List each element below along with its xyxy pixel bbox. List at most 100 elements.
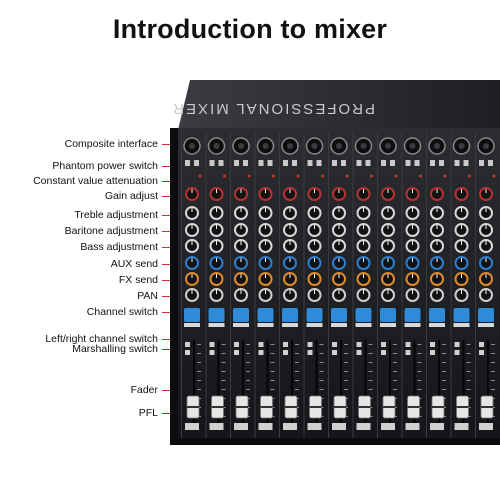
channel-knob (258, 256, 273, 270)
pad-switch (390, 160, 395, 166)
fader-slot (217, 340, 220, 428)
channel-knob (454, 272, 469, 286)
channel-knob (258, 272, 273, 286)
fader-slot (242, 340, 244, 428)
group-switch (405, 350, 411, 355)
channel-switch-label (453, 323, 470, 327)
channel-knob (479, 272, 493, 286)
pad-switch (292, 160, 297, 166)
fader-tick (295, 371, 299, 372)
combo-jack-center (238, 143, 244, 149)
channel-knob (185, 206, 199, 220)
phantom-switch (381, 160, 386, 166)
fader-tick (393, 362, 397, 363)
fader-cap-line (407, 406, 420, 408)
channel-knob (332, 187, 346, 201)
lr-switch (356, 342, 362, 347)
channel-knob (381, 288, 395, 302)
callout-label-6: Baritone adjustment (64, 225, 158, 237)
pfl-button (356, 423, 371, 430)
channel-knob (307, 206, 322, 220)
channel-switch-label (478, 323, 494, 327)
channel-switch (282, 308, 298, 322)
channel-switch-label (233, 323, 249, 327)
channel-knob (479, 239, 493, 253)
lr-switch (381, 342, 386, 347)
channel-knob (209, 206, 224, 220)
pfl-button (479, 423, 493, 430)
fader-cap-line (358, 406, 371, 408)
channel-knob (356, 223, 371, 237)
channel-knob (209, 272, 224, 286)
fader-tick (466, 344, 471, 345)
strip-divider (475, 132, 476, 442)
channel-knob (356, 256, 371, 270)
channel-knob (258, 223, 273, 237)
channel-knob (479, 256, 493, 270)
channel-knob (234, 288, 248, 302)
channel-switch-label (429, 323, 445, 327)
fader-slot (291, 340, 293, 428)
group-switch (332, 350, 337, 355)
combo-jack-center (311, 143, 318, 149)
fader-tick (221, 371, 226, 372)
channel-knob (356, 239, 371, 253)
callout-label-1: Composite interface (64, 138, 158, 150)
channel-knob (185, 239, 199, 253)
phantom-switch (405, 160, 411, 166)
fader-tick (221, 353, 226, 354)
fader-tick (466, 380, 471, 381)
channel-knob (283, 187, 297, 201)
pfl-button (283, 423, 297, 430)
fader-tick (221, 380, 226, 381)
group-switch (185, 350, 190, 355)
fader-tick (246, 362, 250, 363)
fader-slot (266, 340, 269, 428)
channel-knob (430, 223, 444, 237)
phantom-switch (258, 160, 264, 166)
pfl-button (430, 423, 444, 430)
group-switch (430, 350, 435, 355)
channel-knob (234, 206, 248, 220)
channel-knob (430, 272, 444, 286)
fader-tick (246, 389, 250, 390)
lr-switch (405, 342, 411, 347)
callout-label-9: FX send (118, 274, 158, 286)
channel-knob (405, 223, 420, 237)
channel-knob (283, 206, 297, 220)
fader-tick (491, 389, 495, 390)
fader-tick (319, 380, 324, 381)
strip-divider (401, 132, 403, 442)
channel-knob (307, 239, 322, 253)
fader-tick (197, 389, 201, 390)
channel-knob (430, 239, 444, 253)
fader-tick (368, 371, 373, 372)
pfl-button (209, 423, 224, 430)
pad-switch (365, 160, 371, 166)
status-led (394, 174, 398, 178)
channel-knob (430, 206, 444, 220)
fader-cap-line (383, 406, 395, 408)
fader-slot (487, 340, 489, 428)
fader-tick (197, 380, 201, 381)
channel-knob (381, 206, 395, 220)
channel-knob (307, 223, 322, 237)
channel-switch (478, 308, 494, 322)
channel-knob (454, 223, 469, 237)
lr-switch (430, 342, 435, 347)
phantom-switch (185, 160, 190, 166)
pad-switch (243, 160, 248, 166)
status-led (345, 174, 349, 178)
fader-tick (344, 344, 348, 345)
fader-tick (368, 389, 373, 390)
channel-switch (233, 308, 249, 322)
channel-knob (479, 187, 493, 201)
fader-tick (393, 389, 397, 390)
channel-knob (307, 288, 322, 302)
pad-switch (488, 160, 493, 166)
channel-knob (430, 187, 444, 201)
status-led (443, 174, 447, 178)
status-led (321, 174, 324, 178)
fader-cap-line (432, 406, 444, 408)
channel-knob (356, 187, 371, 201)
